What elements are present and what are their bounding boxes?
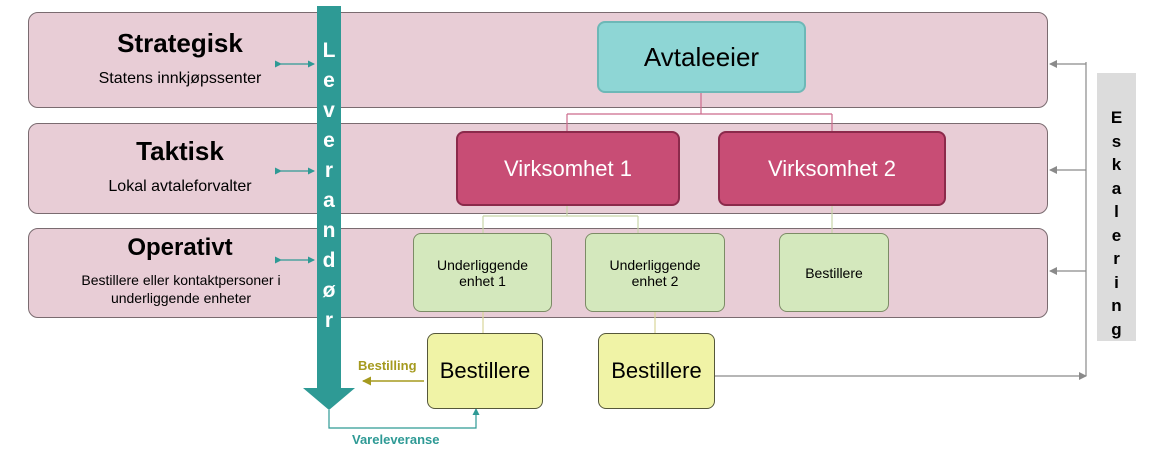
eskalering-label: E s k a l e r i n g <box>1097 106 1136 341</box>
tree-connector-virksomhet1 <box>482 206 833 233</box>
leverandor-letter: r <box>324 309 334 332</box>
eskalering-letter: r <box>1113 249 1120 268</box>
leverandor-letter: r <box>324 159 334 182</box>
node-underliggende-enhet-1-line2: enhet 1 <box>459 272 506 289</box>
node-avtaleeier-label: Avtaleeier <box>643 41 760 72</box>
node-bestillere-yellow-1-label: Bestillere <box>439 358 531 383</box>
eskalering-letter: l <box>1114 202 1119 221</box>
node-bestillere-green-label: Bestillere <box>805 264 863 281</box>
band-title-operativt: Operativt <box>127 234 233 261</box>
node-underliggende-enhet-2: Underliggende enhet 2 <box>585 233 725 312</box>
band-title-strategisk: Strategisk <box>117 28 243 58</box>
leverandor-letter: v <box>323 99 335 122</box>
leverandor-label: L e v e r a n d ø r <box>317 36 341 336</box>
node-bestillere-green: Bestillere <box>779 233 889 312</box>
leverandor-letter: ø <box>322 279 336 302</box>
eskalering-letter: s <box>1111 131 1122 151</box>
node-underliggende-enhet-2-line1: Underliggende <box>609 256 701 273</box>
leverandor-letter: e <box>323 129 335 152</box>
leverandor-letter: d <box>322 249 336 272</box>
eskalering-letter: i <box>1114 272 1119 292</box>
bestilling-label: Bestilling <box>358 358 417 373</box>
band-subtitle-taktisk: Lokal avtaleforvalter <box>108 178 252 195</box>
leverandor-arrow <box>303 6 355 410</box>
node-avtaleeier: Avtaleeier <box>597 21 806 93</box>
node-underliggende-enhet-2-line2: enhet 2 <box>631 272 679 289</box>
node-underliggende-enhet-1: Underliggende enhet 1 <box>413 233 552 312</box>
leverandor-letter: a <box>323 189 335 212</box>
leverandor-letter: e <box>323 69 335 92</box>
band-subtitle-operativt-line2: underliggende enheter <box>110 290 252 306</box>
band-strategisk <box>28 12 1048 108</box>
node-virksomhet-1-label: Virksomhet 1 <box>504 155 632 181</box>
node-underliggende-enhet-1-line1: Underliggende <box>436 256 529 273</box>
node-virksomhet-2-label: Virksomhet 2 <box>768 155 896 181</box>
eskalering-letter: e <box>1111 225 1122 245</box>
node-bestillere-yellow-2-label: Bestillere <box>611 358 702 383</box>
eskalering-letter: n <box>1111 296 1122 315</box>
eskalering-letter: g <box>1111 319 1122 339</box>
eskalering-letter: a <box>1111 178 1122 198</box>
band-subtitle-strategisk: Statens innkjøpssenter <box>98 70 262 87</box>
vareleveranse-label: Vareleveranse <box>352 432 440 447</box>
node-bestillere-yellow-1: Bestillere <box>427 333 543 409</box>
tree-connector-underliggende <box>482 312 656 333</box>
vareleveranse-arrow <box>328 408 480 429</box>
node-virksomhet-1: Virksomhet 1 <box>456 131 680 206</box>
node-bestillere-yellow-2: Bestillere <box>598 333 715 409</box>
eskalering-letter: E <box>1110 108 1123 127</box>
node-virksomhet-2: Virksomhet 2 <box>718 131 946 206</box>
tree-connector-avtaleeier <box>566 92 833 131</box>
band-subtitle-operativt-line1: Bestillere eller kontaktpersoner i <box>81 272 281 288</box>
leverandor-letter: n <box>322 219 336 242</box>
eskalering-box <box>1097 73 1136 341</box>
leverandor-letter: L <box>322 39 336 62</box>
eskalering-letter: k <box>1111 155 1122 174</box>
band-title-taktisk: Taktisk <box>136 136 224 166</box>
